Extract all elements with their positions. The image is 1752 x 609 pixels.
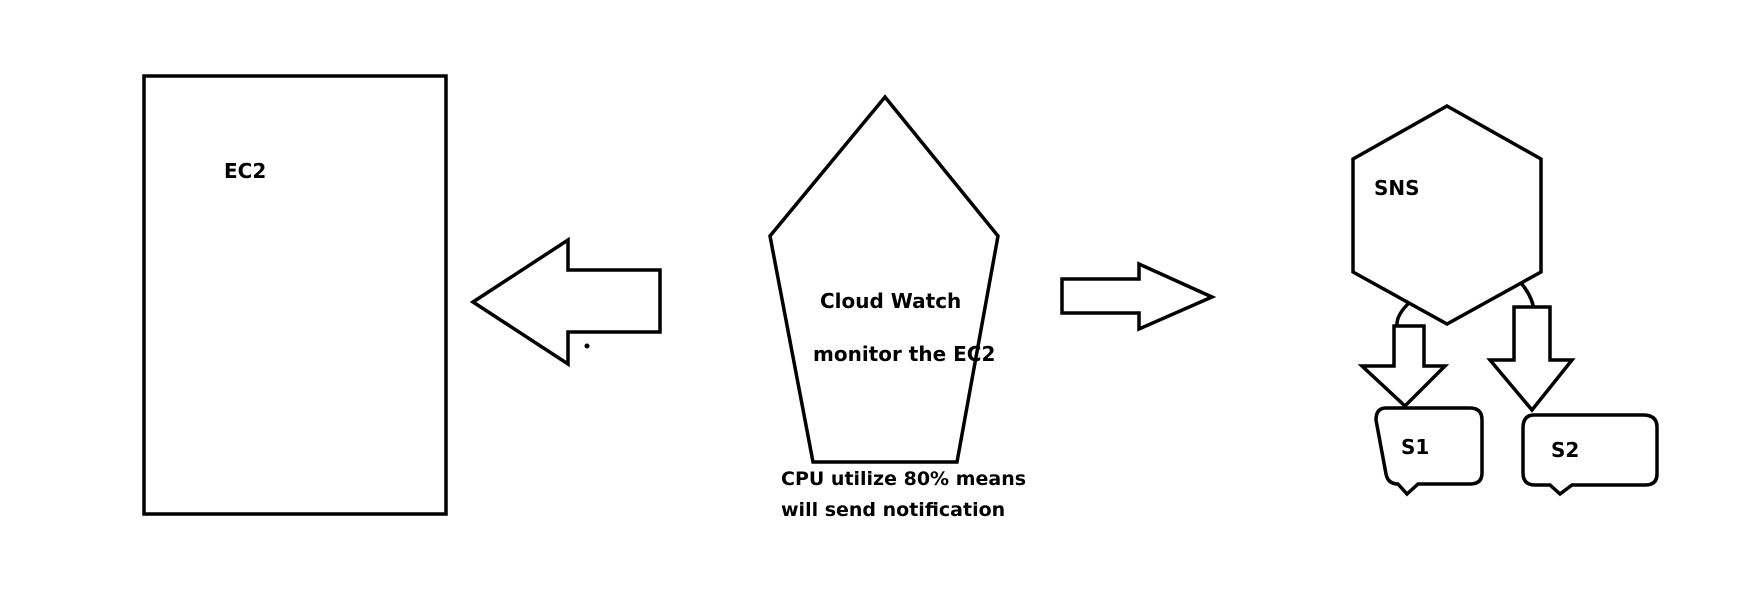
sns-hexagon bbox=[1351, 103, 1543, 326]
ec2-label: EC2 bbox=[224, 159, 266, 183]
sns-label: SNS bbox=[1374, 176, 1420, 200]
s2-label: S2 bbox=[1551, 438, 1579, 462]
cloudwatch-label: Cloud Watch bbox=[820, 289, 961, 313]
cloudwatch-pentagon bbox=[768, 94, 1000, 464]
s1-callout bbox=[1374, 406, 1484, 497]
right-arrow-shape bbox=[1060, 261, 1217, 332]
left-arrow-shape bbox=[469, 236, 662, 368]
cloudwatch-sublabel: monitor the EC2 bbox=[813, 342, 995, 366]
s1-node: S1 bbox=[1374, 406, 1484, 497]
s2-node: S2 bbox=[1521, 413, 1659, 497]
s1-label: S1 bbox=[1401, 435, 1429, 459]
arrow-to-sns bbox=[1060, 261, 1217, 332]
cloudwatch-note-line1: CPU utilize 80% means bbox=[781, 468, 1026, 490]
sns-node: SNS bbox=[1351, 103, 1543, 326]
down-arrow-s2 bbox=[1486, 305, 1576, 413]
s2-callout bbox=[1521, 413, 1659, 497]
ec2-node: EC2 bbox=[142, 74, 448, 516]
cloudwatch-node: Cloud Watch monitor the EC2 CPU utilize … bbox=[768, 94, 1026, 521]
cloudwatch-note-line2: will send notification bbox=[781, 499, 1005, 521]
stray-dot bbox=[584, 343, 590, 349]
connector-sns-s1 bbox=[1395, 300, 1412, 327]
arrow-to-ec2 bbox=[469, 236, 662, 368]
down-arrow-s1 bbox=[1357, 324, 1450, 409]
ec2-box bbox=[142, 74, 448, 516]
